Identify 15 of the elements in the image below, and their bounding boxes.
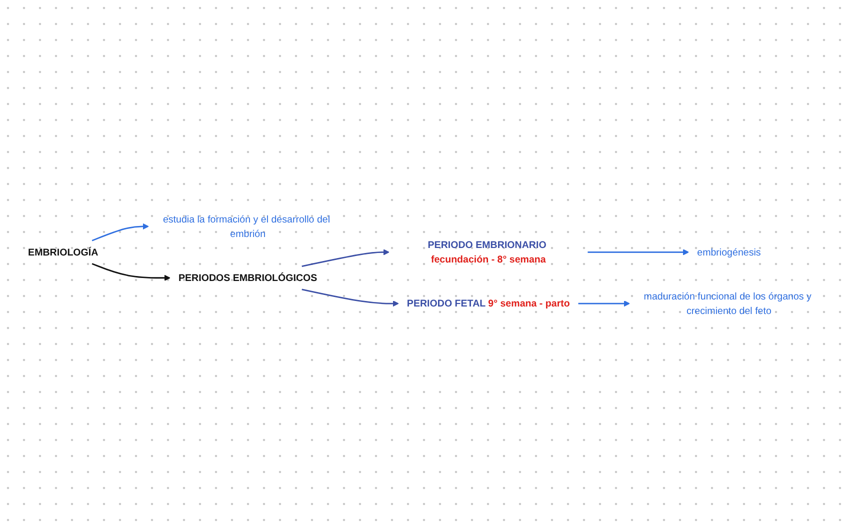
arrow — [588, 249, 690, 256]
node-text: PERIODO EMBRIONARIO — [428, 238, 546, 250]
node-text: EMBRIOLOGÍA — [28, 246, 98, 258]
node-text: PERIODO FETAL — [406, 298, 486, 309]
node-label: 9° semana - parto — [488, 298, 570, 309]
arrow — [302, 288, 399, 307]
node-label: fecundación - 8° semana — [430, 254, 546, 265]
arrow — [92, 263, 170, 281]
arrow — [92, 223, 149, 242]
arrow — [578, 300, 630, 307]
node-text: embriogénesis — [697, 246, 761, 258]
node-text: estudia la formación y el desarrollo del embrión — [163, 213, 330, 240]
arrow — [302, 249, 390, 267]
node-text: PERIODOS EMBRIOLÓGICOS — [178, 272, 318, 284]
node-text: maduración funcional de los órganos y crecimiento del feto — [644, 290, 812, 316]
